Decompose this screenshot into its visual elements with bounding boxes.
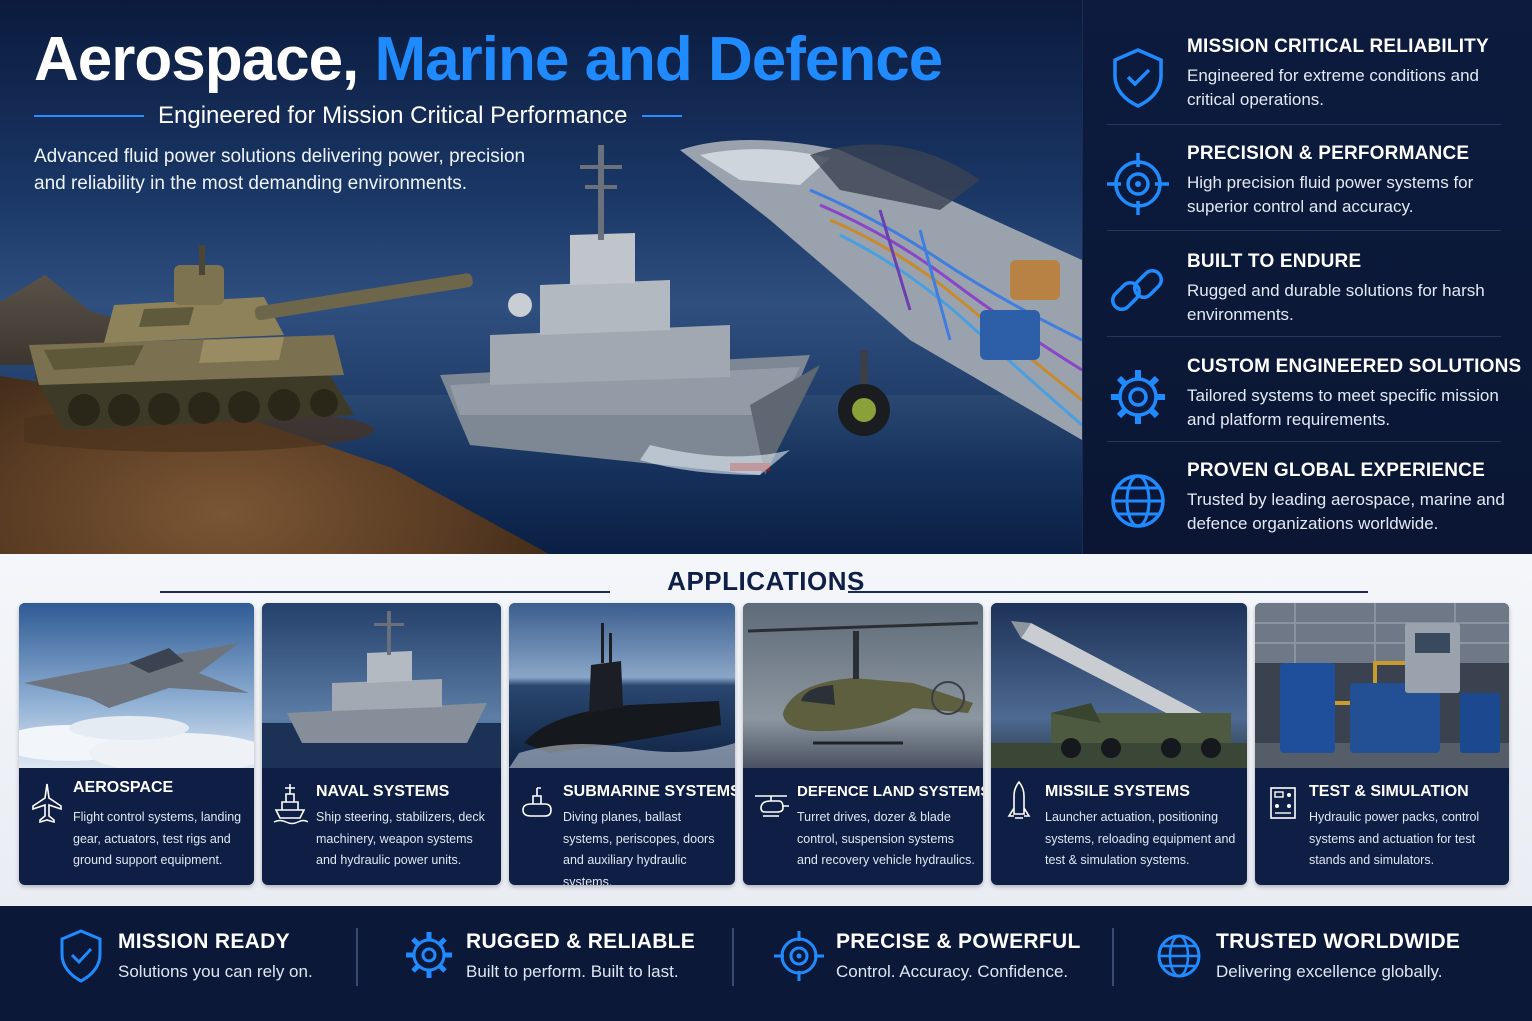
feature-title: PROVEN GLOBAL EXPERIENCE bbox=[1187, 460, 1485, 481]
application-card-submarine-systems[interactable]: SUBMARINE SYSTEMS Diving planes, ballast… bbox=[509, 603, 735, 885]
applications-section: APPLICATIONS AEROSPACE Flight control sy… bbox=[0, 554, 1532, 906]
shield-check-icon bbox=[1113, 48, 1163, 108]
feature-desc: High precision fluid power systems for s… bbox=[1187, 173, 1474, 216]
missile-icon bbox=[1007, 780, 1031, 819]
value-trusted-worldwide: TRUSTED WORLDWIDE Delivering excellence … bbox=[1154, 928, 1484, 998]
value-mission-ready: MISSION READY Solutions you can rely on. bbox=[56, 928, 346, 998]
card-desc: Flight control systems, landing gear, ac… bbox=[73, 810, 242, 867]
feature-divider bbox=[1107, 441, 1501, 442]
hero-banner: Aerospace, Marine and Defence Engineered… bbox=[0, 0, 1082, 554]
subtitle-row: Engineered for Mission Critical Performa… bbox=[34, 102, 682, 130]
naval-image bbox=[262, 603, 501, 768]
chain-link-icon bbox=[1111, 269, 1163, 311]
gear-icon bbox=[1111, 370, 1165, 424]
plane-icon bbox=[32, 783, 62, 824]
feature-desc: Trusted by leading aerospace, marine and… bbox=[1187, 490, 1505, 533]
feature-title: PRECISION & PERFORMANCE bbox=[1187, 143, 1470, 164]
control-panel-icon bbox=[1270, 787, 1296, 819]
value-title: PRECISE & POWERFUL bbox=[836, 930, 1081, 953]
card-title: AEROSPACE bbox=[73, 779, 174, 796]
card-title: SUBMARINE SYSTEMS bbox=[563, 783, 735, 800]
value-desc: Built to perform. Built to last. bbox=[466, 962, 679, 981]
submarine-image bbox=[509, 603, 735, 768]
feature-title: BUILT TO ENDURE bbox=[1187, 251, 1362, 272]
feature-mission-critical-reliability: MISSION CRITICAL RELIABILITY Engineered … bbox=[1107, 36, 1501, 136]
applications-heading: APPLICATIONS bbox=[667, 566, 865, 596]
subtitle-rule-left bbox=[34, 115, 144, 117]
strip-divider bbox=[732, 928, 734, 986]
globe-icon bbox=[1157, 934, 1201, 978]
value-title: MISSION READY bbox=[118, 930, 290, 953]
warship-illustration bbox=[440, 145, 820, 475]
tank-illustration bbox=[24, 245, 473, 452]
application-card-defence-land-systems[interactable]: DEFENCE LAND SYSTEMS Turret drives, doze… bbox=[743, 603, 983, 885]
card-title: DEFENCE LAND SYSTEMS bbox=[797, 783, 983, 800]
strip-divider bbox=[1112, 928, 1114, 986]
submarine-icon bbox=[522, 787, 552, 817]
card-desc: Launcher actuation, positioning systems,… bbox=[1045, 810, 1236, 867]
feature-custom-engineered-solutions: CUSTOM ENGINEERED SOLUTIONS Tailored sys… bbox=[1107, 356, 1521, 456]
gear-icon bbox=[406, 932, 452, 978]
helicopter-image bbox=[743, 603, 983, 768]
feature-built-to-endure: BUILT TO ENDURE Rugged and durable solut… bbox=[1107, 251, 1501, 351]
value-desc: Solutions you can rely on. bbox=[118, 962, 313, 981]
aerospace-image bbox=[19, 603, 254, 768]
application-card-naval-systems[interactable]: NAVAL SYSTEMS Ship steering, stabilizers… bbox=[262, 603, 501, 885]
title-part-white: Aerospace, bbox=[34, 25, 375, 94]
feature-title: CUSTOM ENGINEERED SOLUTIONS bbox=[1187, 356, 1522, 377]
card-title: MISSILE SYSTEMS bbox=[1045, 783, 1190, 800]
card-title: TEST & SIMULATION bbox=[1309, 783, 1469, 800]
bottom-values-strip: MISSION READY Solutions you can rely on.… bbox=[0, 906, 1532, 1021]
page-title: Aerospace, Marine and Defence bbox=[34, 24, 944, 95]
title-part-blue: Marine and Defence bbox=[374, 25, 944, 94]
value-rugged-reliable: RUGGED & RELIABLE Built to perform. Buil… bbox=[404, 928, 724, 998]
feature-proven-global-experience: PROVEN GLOBAL EXPERIENCE Trusted by lead… bbox=[1107, 460, 1505, 554]
feature-divider bbox=[1107, 336, 1501, 337]
jet-cutaway-illustration bbox=[680, 140, 1082, 440]
crosshair-icon bbox=[774, 931, 824, 981]
feature-desc: Engineered for extreme conditions and cr… bbox=[1187, 66, 1480, 109]
application-card-test-simulation[interactable]: TEST & SIMULATION Hydraulic power packs,… bbox=[1255, 603, 1509, 885]
card-title: NAVAL SYSTEMS bbox=[316, 783, 450, 800]
helicopter-icon bbox=[755, 795, 789, 817]
heading-rule-left bbox=[160, 591, 610, 593]
value-desc: Control. Accuracy. Confidence. bbox=[836, 962, 1069, 981]
hydraulic-power-unit-image bbox=[1255, 603, 1509, 768]
value-title: TRUSTED WORLDWIDE bbox=[1216, 930, 1461, 953]
shield-check-icon bbox=[60, 929, 102, 983]
card-desc: Hydraulic power packs, control systems a… bbox=[1309, 810, 1480, 867]
subtitle-rule-right bbox=[641, 115, 682, 117]
card-desc: Diving planes, ballast systems, periscop… bbox=[563, 810, 715, 885]
features-panel: MISSION CRITICAL RELIABILITY Engineered … bbox=[1082, 0, 1532, 554]
applications-heading-row: APPLICATIONS bbox=[0, 566, 1532, 597]
feature-divider bbox=[1107, 124, 1501, 125]
crosshair-icon bbox=[1107, 153, 1169, 215]
missile-image bbox=[991, 603, 1247, 768]
value-desc: Delivering excellence globally. bbox=[1216, 962, 1443, 981]
feature-precision-performance: PRECISION & PERFORMANCE High precision f… bbox=[1107, 143, 1501, 243]
page-subtitle: Engineered for Mission Critical Performa… bbox=[158, 102, 628, 129]
feature-divider bbox=[1107, 230, 1501, 231]
application-card-missile-systems[interactable]: MISSILE SYSTEMS Launcher actuation, posi… bbox=[991, 603, 1247, 885]
value-title: RUGGED & RELIABLE bbox=[466, 930, 696, 953]
value-precise-powerful: PRECISE & POWERFUL Control. Accuracy. Co… bbox=[774, 928, 1104, 998]
application-card-aerospace[interactable]: AEROSPACE Flight control systems, landin… bbox=[19, 603, 254, 885]
strip-divider bbox=[356, 928, 358, 986]
heading-rule-right bbox=[848, 591, 1368, 593]
feature-desc: Tailored systems to meet specific missio… bbox=[1187, 386, 1499, 429]
globe-icon bbox=[1111, 474, 1165, 528]
ship-icon bbox=[273, 784, 308, 825]
intro-text: Advanced fluid power solutions deliverin… bbox=[34, 146, 526, 194]
feature-desc: Rugged and durable solutions for harsh e… bbox=[1187, 281, 1485, 324]
card-desc: Turret drives, dozer & blade control, su… bbox=[797, 810, 975, 867]
card-desc: Ship steering, stabilizers, deck machine… bbox=[316, 810, 485, 867]
feature-title: MISSION CRITICAL RELIABILITY bbox=[1187, 36, 1489, 57]
